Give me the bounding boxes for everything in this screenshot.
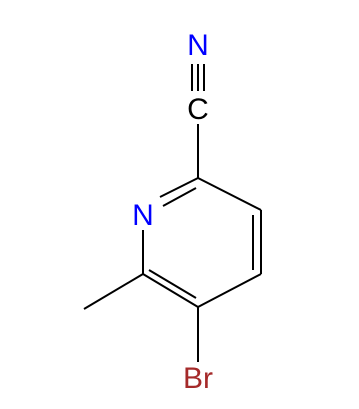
bond-c4-c5: [197, 273, 262, 308]
atom-label-bromine: Br: [183, 362, 213, 395]
bond-c5-c6-double: [148, 269, 197, 299]
atom-label-ring-n: N: [132, 199, 154, 232]
bond-n1-c2: [159, 177, 199, 198]
bond-c5-c6: [142, 273, 199, 308]
atom-label-nitrile-n: N: [187, 29, 209, 62]
atom-label-nitrile-c: C: [187, 93, 209, 126]
bond-methyl: [83, 273, 144, 310]
triple-bond-nitrile: [191, 64, 205, 91]
bond-n1-c2-double: [162, 187, 197, 207]
bond-c2-c3: [197, 177, 262, 211]
